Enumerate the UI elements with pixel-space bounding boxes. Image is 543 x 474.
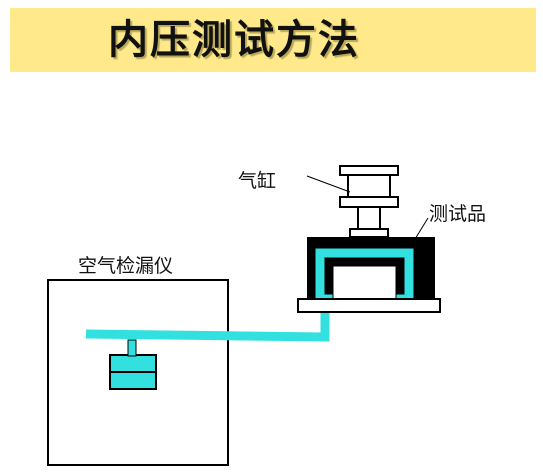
leak-tester-box bbox=[47, 279, 229, 466]
cylinder-rod bbox=[357, 206, 381, 230]
test-sample-cavity bbox=[332, 265, 397, 300]
test-sample-label: 测试品 bbox=[429, 203, 487, 225]
tester-gauge-stem bbox=[127, 339, 137, 357]
cylinder-label: 气缸 bbox=[238, 170, 277, 192]
leak-tester-label: 空气检漏仪 bbox=[78, 255, 174, 277]
cylinder-foot bbox=[349, 228, 389, 238]
page-title: 内压测试方法 bbox=[108, 17, 360, 63]
title-banner: 内压测试方法 bbox=[10, 8, 536, 72]
cylinder-base bbox=[339, 196, 399, 208]
cylinder-cap bbox=[339, 165, 399, 176]
fixture-base-plate bbox=[297, 298, 441, 313]
test-sample-leader-line bbox=[411, 217, 429, 245]
cylinder-leader-line bbox=[306, 175, 351, 193]
cylinder-body bbox=[347, 174, 391, 198]
